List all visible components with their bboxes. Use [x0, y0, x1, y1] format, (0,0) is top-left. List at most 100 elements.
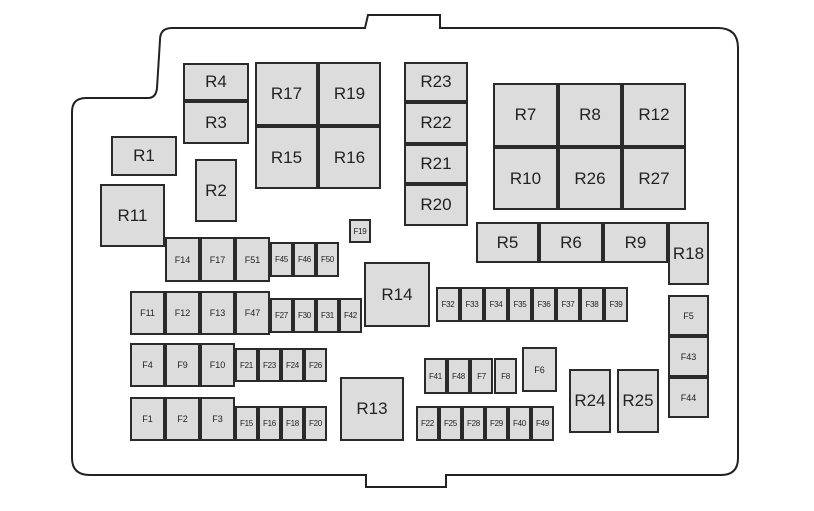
- relay-label: R18: [672, 243, 705, 263]
- fuse-label: F51: [244, 254, 261, 265]
- fuse-label: F46: [298, 255, 311, 264]
- fuse-f43: F43: [668, 336, 709, 377]
- fuse-f21: F21: [235, 348, 258, 382]
- fuse-f50: F50: [316, 242, 339, 277]
- fuse-label: F15: [240, 419, 253, 428]
- fuse-f35: F35: [508, 287, 532, 322]
- relay-r26: R26: [558, 147, 622, 210]
- fuse-label: F19: [353, 226, 367, 236]
- relay-label: R9: [624, 232, 647, 252]
- fuse-f34: F34: [484, 287, 508, 322]
- fuse-f17: F17: [200, 237, 235, 282]
- fuse-f9: F9: [165, 343, 200, 387]
- fuse-label: F30: [298, 311, 311, 320]
- fuse-f49: F49: [531, 406, 554, 441]
- fuse-f5: F5: [668, 295, 709, 336]
- relay-label: R13: [356, 399, 388, 418]
- fuse-label: F44: [680, 392, 697, 403]
- relay-label: R6: [560, 232, 582, 252]
- relay-r16: R16: [318, 126, 381, 189]
- fuse-f44: F44: [668, 377, 709, 418]
- fuse-label: F5: [683, 310, 694, 321]
- relay-r21: R21: [404, 144, 468, 184]
- fuse-label: F27: [275, 311, 288, 320]
- relay-r22: R22: [404, 102, 468, 144]
- fuse-label: F43: [680, 351, 697, 362]
- fuse-label: F1: [142, 414, 153, 424]
- relay-label: R4: [205, 72, 227, 91]
- fuse-label: F21: [240, 360, 253, 370]
- relay-r9: R9: [603, 222, 668, 263]
- relay-r8: R8: [558, 83, 622, 147]
- fuse-f32: F32: [436, 287, 460, 322]
- relay-r11: R11: [100, 184, 165, 247]
- fuse-label: F17: [209, 254, 226, 265]
- relay-r10: R10: [493, 147, 558, 210]
- fuse-f15: F15: [235, 406, 258, 441]
- fuse-f14: F14: [165, 237, 200, 282]
- relay-r18: R18: [668, 222, 709, 285]
- relay-label: R3: [205, 112, 227, 132]
- fuse-label: F12: [174, 308, 191, 318]
- relay-label: R14: [381, 284, 413, 304]
- fuse-f40: F40: [508, 406, 531, 441]
- relay-r27: R27: [622, 147, 686, 210]
- fuse-label: F33: [465, 300, 479, 309]
- fuse-f39: F39: [604, 287, 628, 322]
- fuse-f45: F45: [270, 242, 293, 277]
- fuse-label: F47: [244, 308, 261, 318]
- fuse-label: F36: [537, 300, 551, 309]
- fuse-label: F45: [275, 255, 288, 264]
- fuse-f31: F31: [316, 298, 339, 333]
- fuse-f25: F25: [439, 406, 462, 441]
- fuse-f11: F11: [130, 291, 165, 335]
- fuse-label: F18: [286, 419, 299, 428]
- relay-label: R1: [133, 146, 155, 165]
- relay-label: R11: [117, 205, 148, 225]
- fuse-f6: F6: [522, 347, 557, 392]
- relay-r6: R6: [539, 222, 603, 263]
- relay-label: R17: [270, 84, 303, 103]
- relay-r1: R1: [111, 136, 177, 176]
- fuse-f8: F8: [494, 358, 517, 394]
- fuse-label: F24: [286, 360, 299, 370]
- fuse-label: F31: [321, 311, 334, 320]
- fuse-label: F7: [477, 371, 486, 381]
- fuse-label: F20: [309, 419, 322, 428]
- fuse-f37: F37: [556, 287, 580, 322]
- fuse-label: F38: [585, 300, 599, 309]
- fuse-label: F2: [177, 414, 188, 424]
- relay-r14: R14: [364, 262, 430, 327]
- fuse-f46: F46: [293, 242, 316, 277]
- relay-label: R5: [496, 232, 519, 252]
- fuse-f18: F18: [281, 406, 304, 441]
- fuse-f27: F27: [270, 298, 293, 333]
- fuse-label: F3: [212, 414, 223, 424]
- relay-label: R15: [270, 147, 303, 167]
- fuse-label: F22: [421, 419, 434, 428]
- relay-r17: R17: [255, 62, 318, 126]
- relay-r20: R20: [404, 184, 468, 226]
- relay-label: R20: [420, 195, 452, 214]
- fuse-label: F4: [142, 360, 153, 370]
- fuse-label: F14: [174, 254, 191, 265]
- fuse-f36: F36: [532, 287, 556, 322]
- fuse-label: F28: [467, 419, 480, 428]
- fuse-label: F10: [209, 360, 226, 370]
- fuse-label: F32: [441, 300, 455, 309]
- relay-label: R8: [579, 105, 601, 124]
- fuse-label: F6: [534, 364, 545, 375]
- fuse-f47: F47: [235, 291, 270, 335]
- fuse-f30: F30: [293, 298, 316, 333]
- fuse-f42: F42: [339, 298, 362, 333]
- relay-label: R23: [420, 72, 452, 91]
- fuse-label: F23: [263, 360, 276, 370]
- fuse-f1: F1: [130, 397, 165, 441]
- fuse-f38: F38: [580, 287, 604, 322]
- fuse-f19: F19: [349, 219, 371, 243]
- fuse-f28: F28: [462, 406, 485, 441]
- relay-label: R12: [638, 105, 670, 124]
- fuse-label: F48: [452, 371, 465, 381]
- fuse-f10: F10: [200, 343, 235, 387]
